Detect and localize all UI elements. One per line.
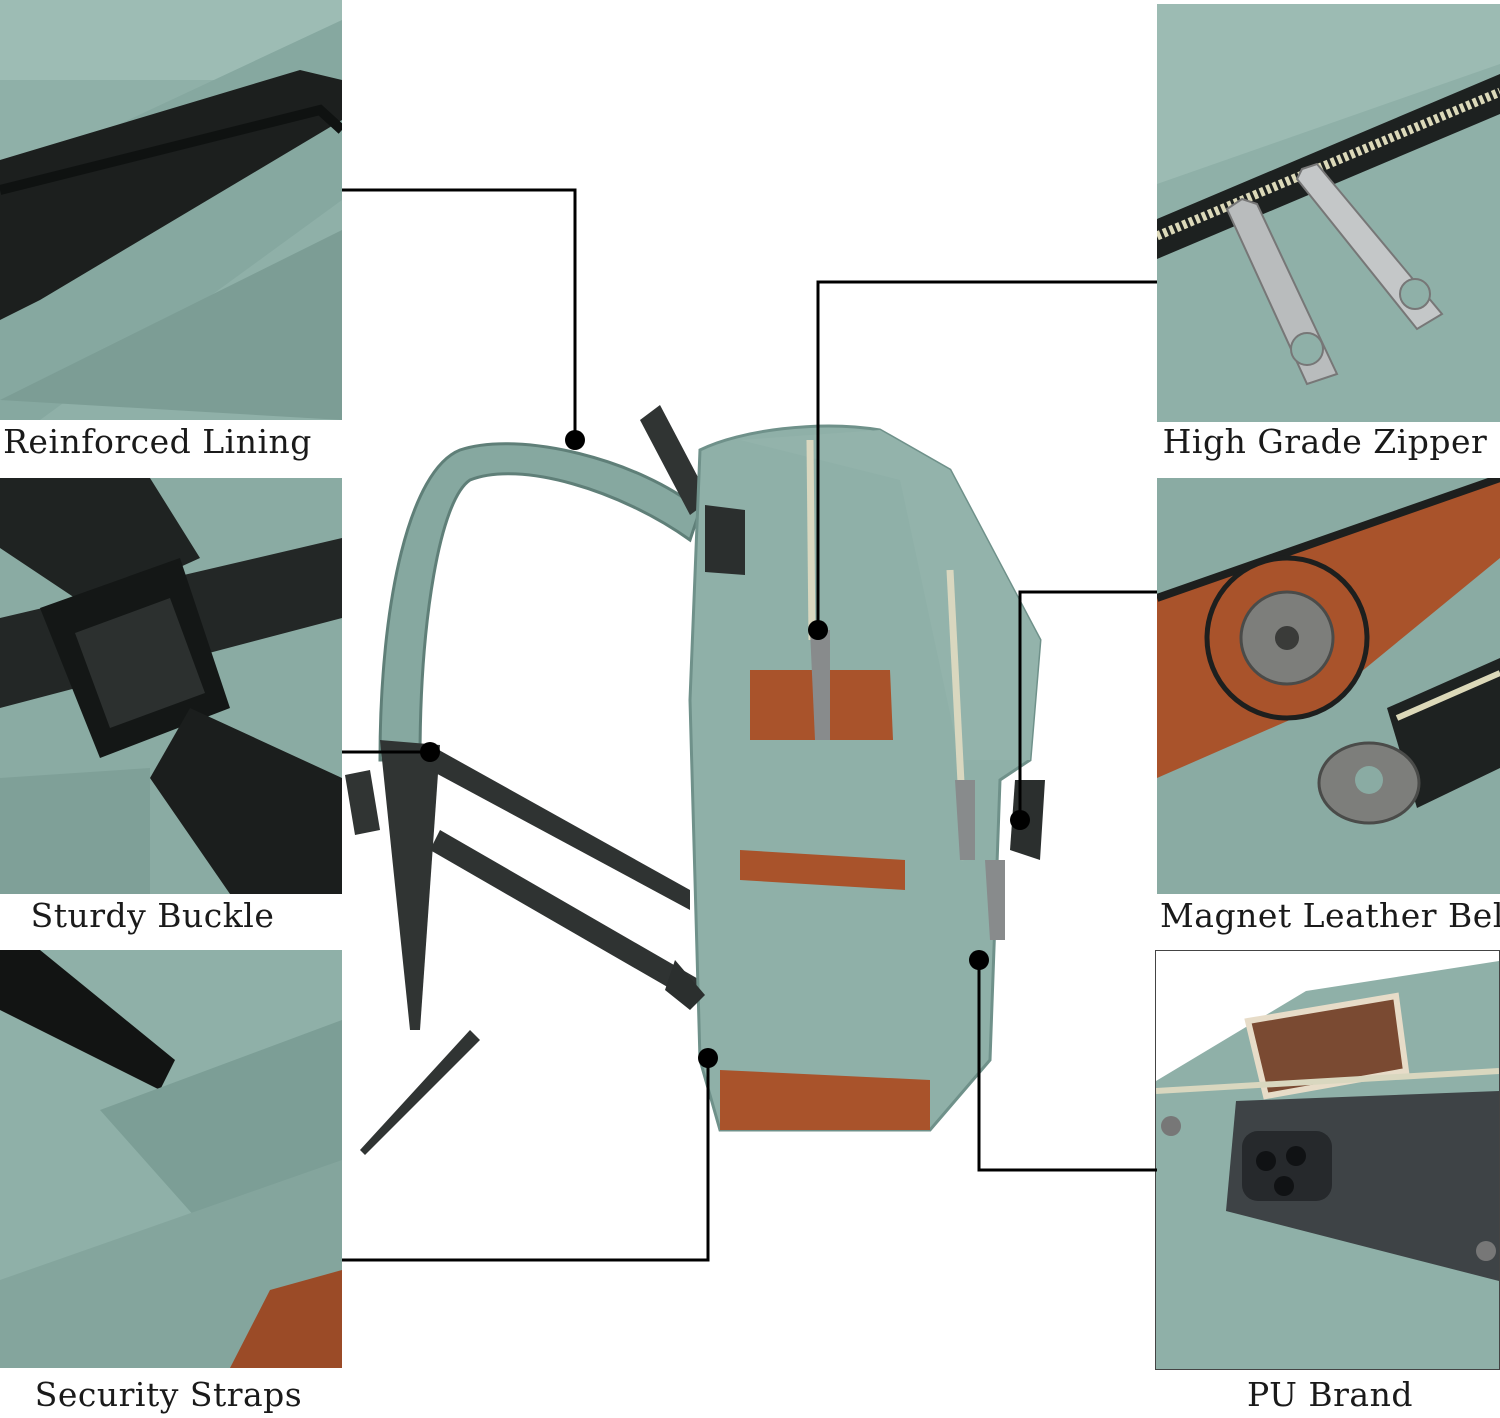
caption-reinforced-lining: Reinforced Lining xyxy=(3,422,312,461)
leader-lines xyxy=(342,188,1157,1262)
sturdy-buckle-photo xyxy=(0,478,342,894)
magnet-leather-belt-photo xyxy=(1157,478,1500,894)
caption-security-straps: Security Straps xyxy=(34,1375,303,1414)
security-straps-photo xyxy=(0,950,342,1368)
leader-dots xyxy=(420,430,1030,1068)
high-grade-zipper-photo xyxy=(1157,4,1500,422)
pu-brand-photo xyxy=(1155,950,1500,1370)
reinforced-lining-photo xyxy=(0,0,342,420)
caption-sturdy-buckle: Sturdy Buckle xyxy=(30,896,275,935)
caption-high-grade-zipper: High Grade Zipper xyxy=(1162,422,1488,461)
caption-pu-brand: PU Brand xyxy=(1246,1375,1413,1414)
caption-magnet-leather-belt: Magnet Leather Belt xyxy=(1160,896,1500,935)
